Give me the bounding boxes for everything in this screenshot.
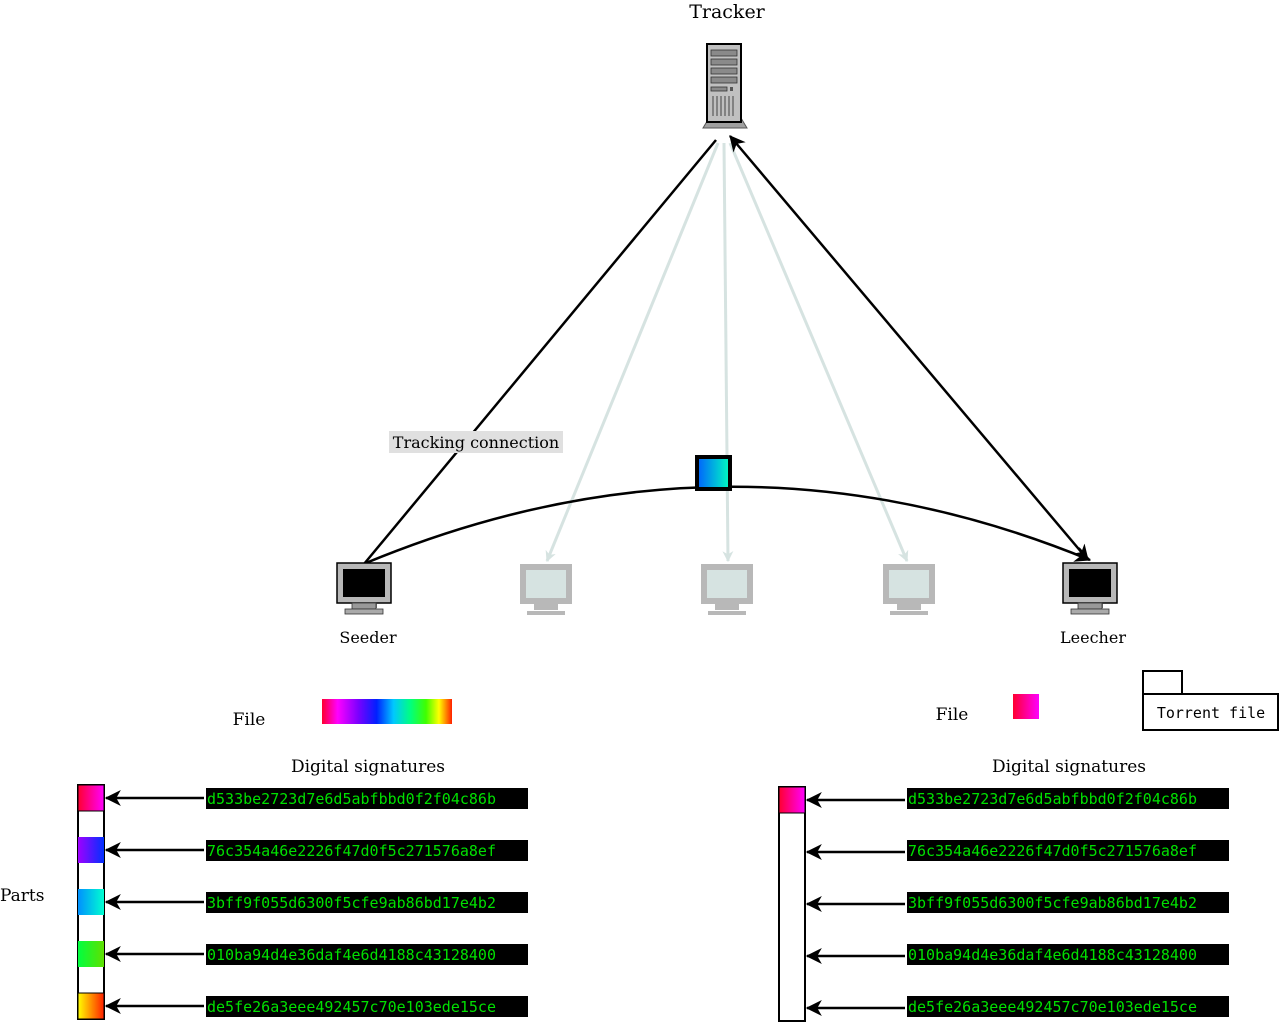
leecher-computer-icon: [1062, 562, 1118, 615]
leecher-signature-5-bg: [907, 996, 1229, 1017]
seeder-part-2: [78, 837, 104, 863]
idle-peer-2-computer-icon: [701, 564, 753, 615]
tracker-server-icon: [702, 43, 748, 129]
leecher-label: Leecher: [1060, 628, 1126, 647]
seeder-signature-1-bg: [206, 788, 528, 809]
parts-label: Parts: [0, 886, 45, 906]
seeder-part-1: [77, 784, 105, 812]
seeder-signature-2: 76c354a46e2226f47d0f5c271576a8ef: [207, 842, 496, 860]
seeder-part-3: [78, 889, 104, 915]
leecher-signature-2-bg: [907, 840, 1229, 861]
seeder-file-bar: [322, 699, 452, 724]
leecher-signature-4: 010ba94d4e36daf4e6d4188c43128400: [908, 946, 1197, 964]
seeder-tracker-connection: [363, 139, 717, 565]
tracker-to-peer-2-connection: [722, 142, 734, 563]
leecher-file-label: File: [936, 705, 969, 725]
leecher-digital-signatures-label: Digital signatures: [992, 757, 1146, 777]
seeder-signature-3-bg: [206, 892, 528, 913]
idle-peer-1-computer-icon: [520, 564, 572, 615]
seeder-signature-4-bg: [206, 944, 528, 965]
tracker-label: Tracker: [689, 1, 765, 23]
leecher-signature-1: d533be2723d7e6d5abfbbd0f2f04c86b: [908, 790, 1197, 808]
leecher-signature-2: 76c354a46e2226f47d0f5c271576a8ef: [908, 842, 1197, 860]
seeder-part-5: [77, 992, 105, 1020]
transfer-packet: [695, 455, 732, 491]
tracker-to-peer-1-connection: [545, 142, 720, 563]
leecher-signature-3-bg: [907, 892, 1229, 913]
seeder-label: Seeder: [339, 628, 397, 647]
torrent-file-icon: [1142, 670, 1279, 731]
idle-peer-3-computer-icon: [883, 564, 935, 615]
torrent-file-label: Torrent file: [1157, 704, 1265, 722]
seeder-file-label: File: [233, 710, 266, 730]
leecher-signature-4-bg: [907, 944, 1229, 965]
seeder-signature-1: d533be2723d7e6d5abfbbd0f2f04c86b: [207, 790, 496, 808]
tracking-connection-label: Tracking connection: [393, 433, 559, 452]
leecher-file-bar: [1013, 694, 1039, 719]
leecher-tracker-connection: [729, 135, 1089, 561]
seeder-signature-5: de5fe26a3eee492457c70e103ede15ce: [207, 998, 496, 1016]
seeder-computer-icon: [336, 562, 392, 615]
leecher-parts-column: [778, 786, 806, 1022]
tracking-connection-label-bg: [389, 431, 563, 453]
leecher-signature-1-bg: [907, 788, 1229, 809]
leecher-signature-3: 3bff9f055d6300f5cfe9ab86bd17e4b2: [908, 894, 1197, 912]
leecher-signature-5: de5fe26a3eee492457c70e103ede15ce: [908, 998, 1197, 1016]
seeder-part-4: [78, 941, 104, 967]
seeder-signature-3: 3bff9f055d6300f5cfe9ab86bd17e4b2: [207, 894, 496, 912]
seeder-signature-5-bg: [206, 996, 528, 1017]
seeder-digital-signatures-label: Digital signatures: [291, 757, 445, 777]
leecher-part-1: [778, 786, 806, 814]
seeder-signature-4: 010ba94d4e36daf4e6d4188c43128400: [207, 946, 496, 964]
seeder-signature-2-bg: [206, 840, 528, 861]
